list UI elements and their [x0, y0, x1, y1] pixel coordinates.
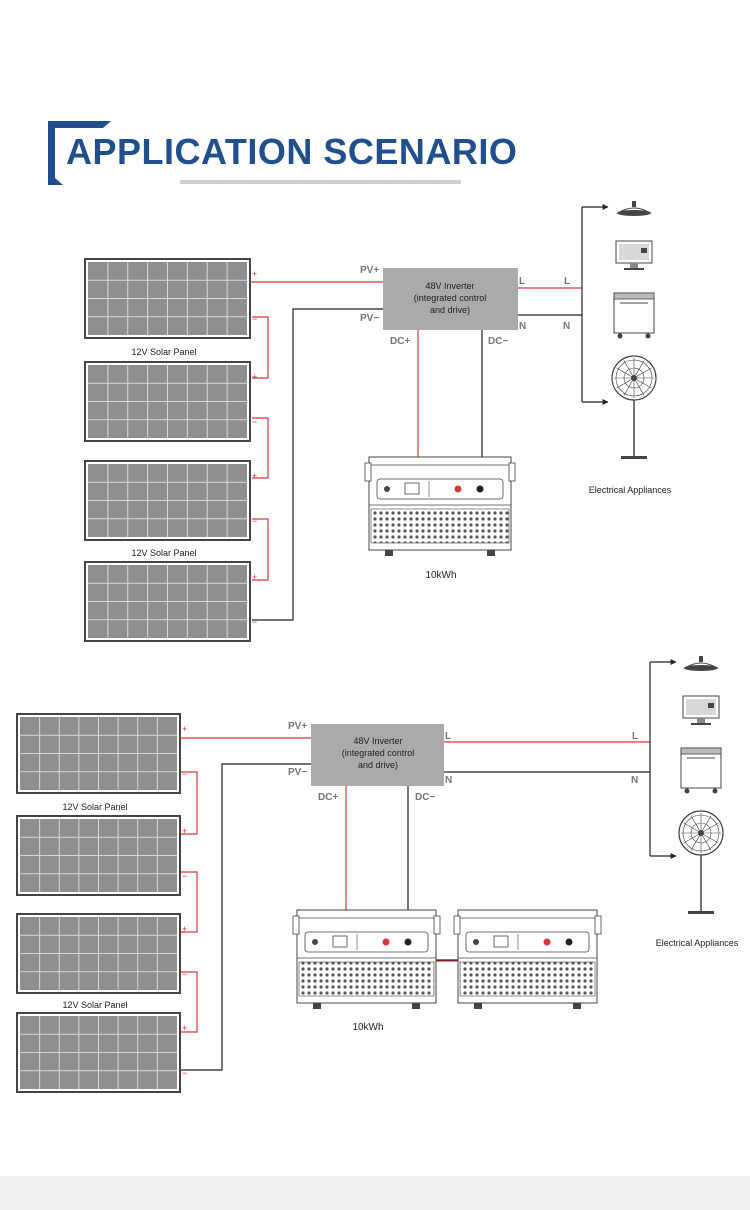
diagram1-solar-panel: +−	[84, 460, 257, 541]
diagram2-panel-plus-sign: +	[182, 826, 187, 836]
diagram2-panel-minus-sign: −	[182, 769, 187, 779]
d1-pv-plus-label: PV+	[360, 265, 379, 276]
diagram1-panel-plus-sign: +	[252, 372, 257, 382]
d1-dc-minus-label: DC−	[488, 336, 508, 347]
diagram1-panel-minus-sign: −	[252, 417, 257, 427]
diagram2-panel-plus-sign: +	[182, 1023, 187, 1033]
diagram1-battery-negative-terminal	[476, 485, 484, 493]
diagram2-panel-minus-sign: −	[182, 969, 187, 979]
d1-inverter	[383, 268, 518, 330]
d2-battery-a	[292, 909, 441, 1009]
d2-panel-label-top: 12V Solar Panel	[62, 802, 127, 812]
diagram2-battery-positive-terminal	[382, 938, 390, 946]
diagram2-solar-panel: +−	[16, 713, 187, 794]
solar-panel-array-2: +−+−+−+−	[16, 713, 187, 1093]
diagram2-battery-negative-terminal	[565, 938, 573, 946]
diagram2-battery-negative-terminal	[404, 938, 412, 946]
d2-l-label-inner: L	[445, 731, 451, 742]
diagram1-panel-minus-sign: −	[252, 314, 257, 324]
diagram1-panel-minus-sign: −	[252, 617, 257, 627]
d1-battery-label: 10kWh	[425, 570, 456, 581]
d1-inverter-line1: 48V Inverter	[425, 281, 474, 291]
d1-panel-label-bottom: 12V Solar Panel	[131, 548, 196, 558]
solar-panel-array-1: +−+−+−+−	[84, 258, 257, 642]
diagram2-panel-minus-sign: −	[182, 1068, 187, 1078]
d2-n-label-outer: N	[631, 775, 638, 786]
d1-appliances	[611, 201, 657, 459]
d2-pv-plus-label: PV+	[288, 721, 307, 732]
diagram1-freezer-icon	[613, 292, 655, 339]
d1-l-label-outer: L	[564, 276, 570, 287]
diagram1-solar-panel: +−	[84, 361, 257, 442]
diagram2-battery-positive-terminal	[543, 938, 551, 946]
d2-dc-minus-label: DC−	[415, 792, 435, 803]
page-title: APPLICATION SCENARIO	[66, 131, 518, 172]
d1-battery	[364, 456, 516, 556]
diagram2-tv-icon	[682, 695, 720, 725]
title-bracket-icon	[48, 121, 111, 185]
diagram1-battery-positive-terminal	[454, 485, 462, 493]
wiring-diagram: +−+−+−+− 48V Inverter (integrate	[16, 201, 739, 1093]
footer-bar	[0, 1176, 750, 1210]
d1-pv-minus-label: PV−	[360, 313, 379, 324]
diagram2-solar-panel: +−	[16, 1012, 187, 1093]
d2-n-label-inner: N	[445, 775, 452, 786]
diagram1-solar-panel: +−	[84, 258, 257, 339]
d1-inverter-line3: and drive)	[430, 305, 470, 315]
d1-appliances-label: Electrical Appliances	[589, 485, 672, 495]
diagram2-panel-plus-sign: +	[182, 724, 187, 734]
d2-inverter-line1: 48V Inverter	[353, 736, 402, 746]
d2-battery-b	[453, 909, 602, 1009]
diagram1-panel-plus-sign: +	[252, 471, 257, 481]
d2-dc-plus-label: DC+	[318, 792, 338, 803]
d2-pv-minus-label: PV−	[288, 767, 307, 778]
d2-appliances-label: Electrical Appliances	[656, 938, 739, 948]
d2-wires	[180, 659, 677, 1071]
diagram1-panel-plus-sign: +	[252, 269, 257, 279]
diagram2-standing-fan-icon	[678, 810, 724, 914]
diagram1-panel-minus-sign: −	[252, 516, 257, 526]
diagram1-solar-panel: +−	[84, 561, 257, 642]
diagram2-solar-panel: +−	[16, 913, 187, 994]
diagram1-standing-fan-icon	[611, 355, 657, 459]
d2-panel-label-bottom: 12V Solar Panel	[62, 1000, 127, 1010]
diagram2-solar-panel: +−	[16, 815, 187, 896]
diagram2-panel-plus-sign: +	[182, 924, 187, 934]
d2-appliances	[678, 656, 724, 914]
d2-inverter	[311, 724, 444, 786]
d1-n-label-inner: N	[519, 321, 526, 332]
d1-dc-plus-label: DC+	[390, 336, 410, 347]
d2-battery-label: 10kWh	[352, 1022, 383, 1033]
d1-n-label-outer: N	[563, 321, 570, 332]
d1-l-label-inner: L	[519, 276, 525, 287]
diagram2-ceiling-lamp-icon	[683, 656, 719, 671]
d1-panel-label-top: 12V Solar Panel	[131, 347, 196, 357]
diagram1-ceiling-lamp-icon	[616, 201, 652, 216]
diagram2-freezer-icon	[680, 747, 722, 794]
diagram1-panel-plus-sign: +	[252, 572, 257, 582]
d2-inverter-line2: (integrated control	[342, 748, 415, 758]
d2-inverter-line3: and drive)	[358, 760, 398, 770]
diagram2-panel-minus-sign: −	[182, 871, 187, 881]
title-underline	[180, 180, 461, 184]
d1-inverter-line2: (integrated control	[414, 293, 487, 303]
d2-l-label-outer: L	[632, 731, 638, 742]
diagram1-tv-icon	[615, 240, 653, 270]
